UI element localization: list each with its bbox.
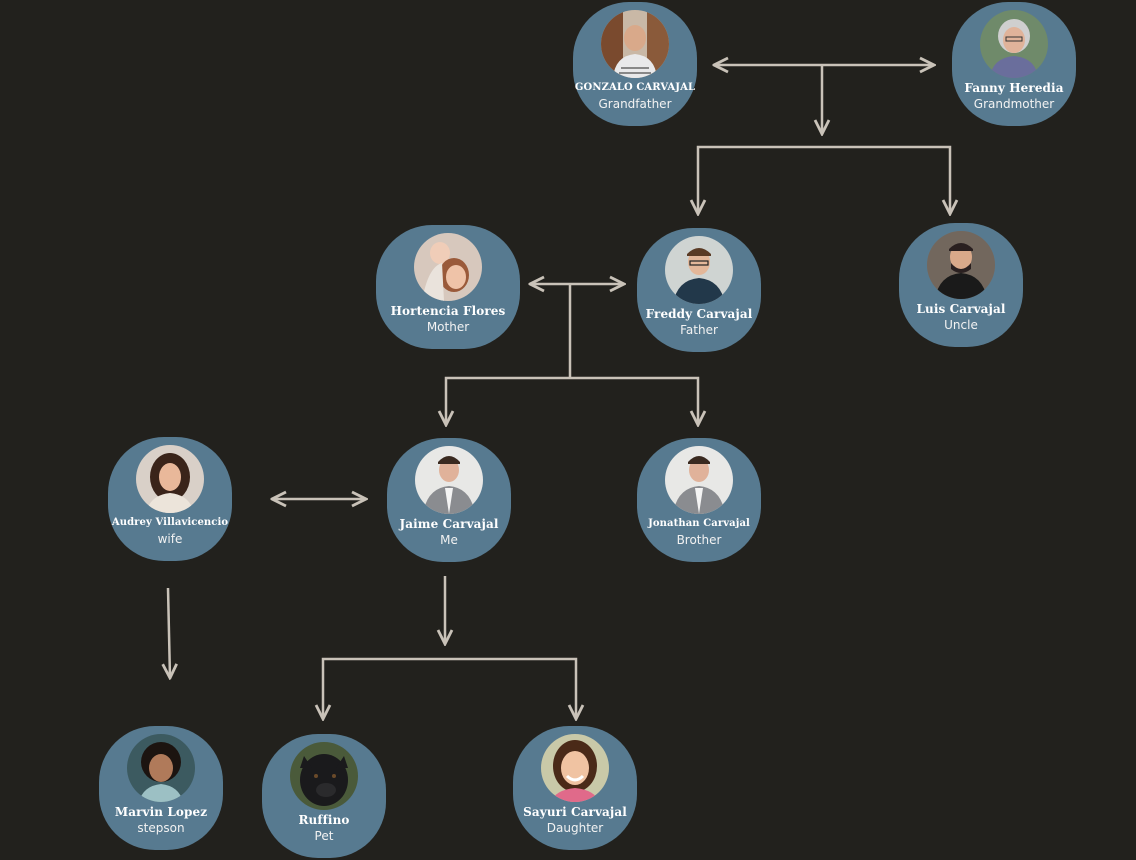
grandmother-photo (980, 10, 1048, 78)
stepson-connector (168, 587, 170, 678)
me-photo (415, 446, 483, 514)
father-photo (665, 236, 733, 304)
pet-photo (290, 742, 358, 810)
person-node-gonzalo[interactable]: GONZALO CARVAJAL Grandfather (573, 2, 697, 126)
person-name: Hortencia Flores (390, 304, 506, 318)
grandfather-photo (601, 10, 669, 78)
person-name: Marvin Lopez (114, 805, 208, 819)
branch-connector-grandparents (698, 145, 950, 214)
person-role: Grandmother (973, 97, 1055, 111)
person-role: Daughter (546, 821, 604, 835)
person-node-jaime[interactable]: Jaime Carvajal Me (387, 438, 511, 562)
person-role: Uncle (944, 318, 978, 332)
person-name: Jaime Carvajal (399, 517, 499, 531)
person-node-fanny[interactable]: Fanny Heredia Grandmother (952, 2, 1076, 126)
person-node-jonathan[interactable]: Jonathan Carvajal Brother (637, 438, 761, 562)
branch-connector-parents (446, 376, 698, 425)
person-name: Luis Carvajal (916, 302, 1006, 316)
person-name: Fanny Heredia (964, 81, 1064, 95)
person-role: stepson (137, 821, 185, 835)
person-role: Grandfather (598, 97, 672, 111)
person-node-sayuri[interactable]: Sayuri Carvajal Daughter (513, 726, 637, 850)
person-node-marvin[interactable]: Marvin Lopez stepson (99, 726, 223, 850)
person-node-freddy[interactable]: Freddy Carvajal Father (637, 228, 761, 352)
person-role: Pet (314, 829, 334, 843)
uncle-photo (927, 231, 995, 299)
person-node-luis[interactable]: Luis Carvajal Uncle (899, 223, 1023, 347)
person-role: Brother (676, 533, 722, 547)
mother-photo (414, 233, 482, 301)
person-name: Jonathan Carvajal (648, 518, 750, 529)
person-node-audrey[interactable]: Audrey Villavicencio wife (108, 437, 232, 561)
person-node-ruffino[interactable]: Ruffino Pet (262, 734, 386, 858)
person-role: wife (157, 532, 183, 546)
person-role: Father (680, 323, 718, 337)
person-name: Ruffino (298, 813, 350, 827)
person-name: Freddy Carvajal (645, 307, 753, 321)
stepson-photo (127, 734, 195, 802)
brother-photo (665, 446, 733, 514)
person-name: Audrey Villavicencio (111, 517, 229, 528)
wife-photo (136, 445, 204, 513)
person-name: Sayuri Carvajal (523, 805, 627, 819)
daughter-photo (541, 734, 609, 802)
branch-connector-jaime (323, 657, 576, 719)
person-name: GONZALO CARVAJAL (574, 82, 696, 93)
person-node-hortencia[interactable]: Hortencia Flores Mother (376, 225, 520, 349)
person-role: Me (440, 533, 458, 547)
person-role: Mother (426, 320, 470, 334)
